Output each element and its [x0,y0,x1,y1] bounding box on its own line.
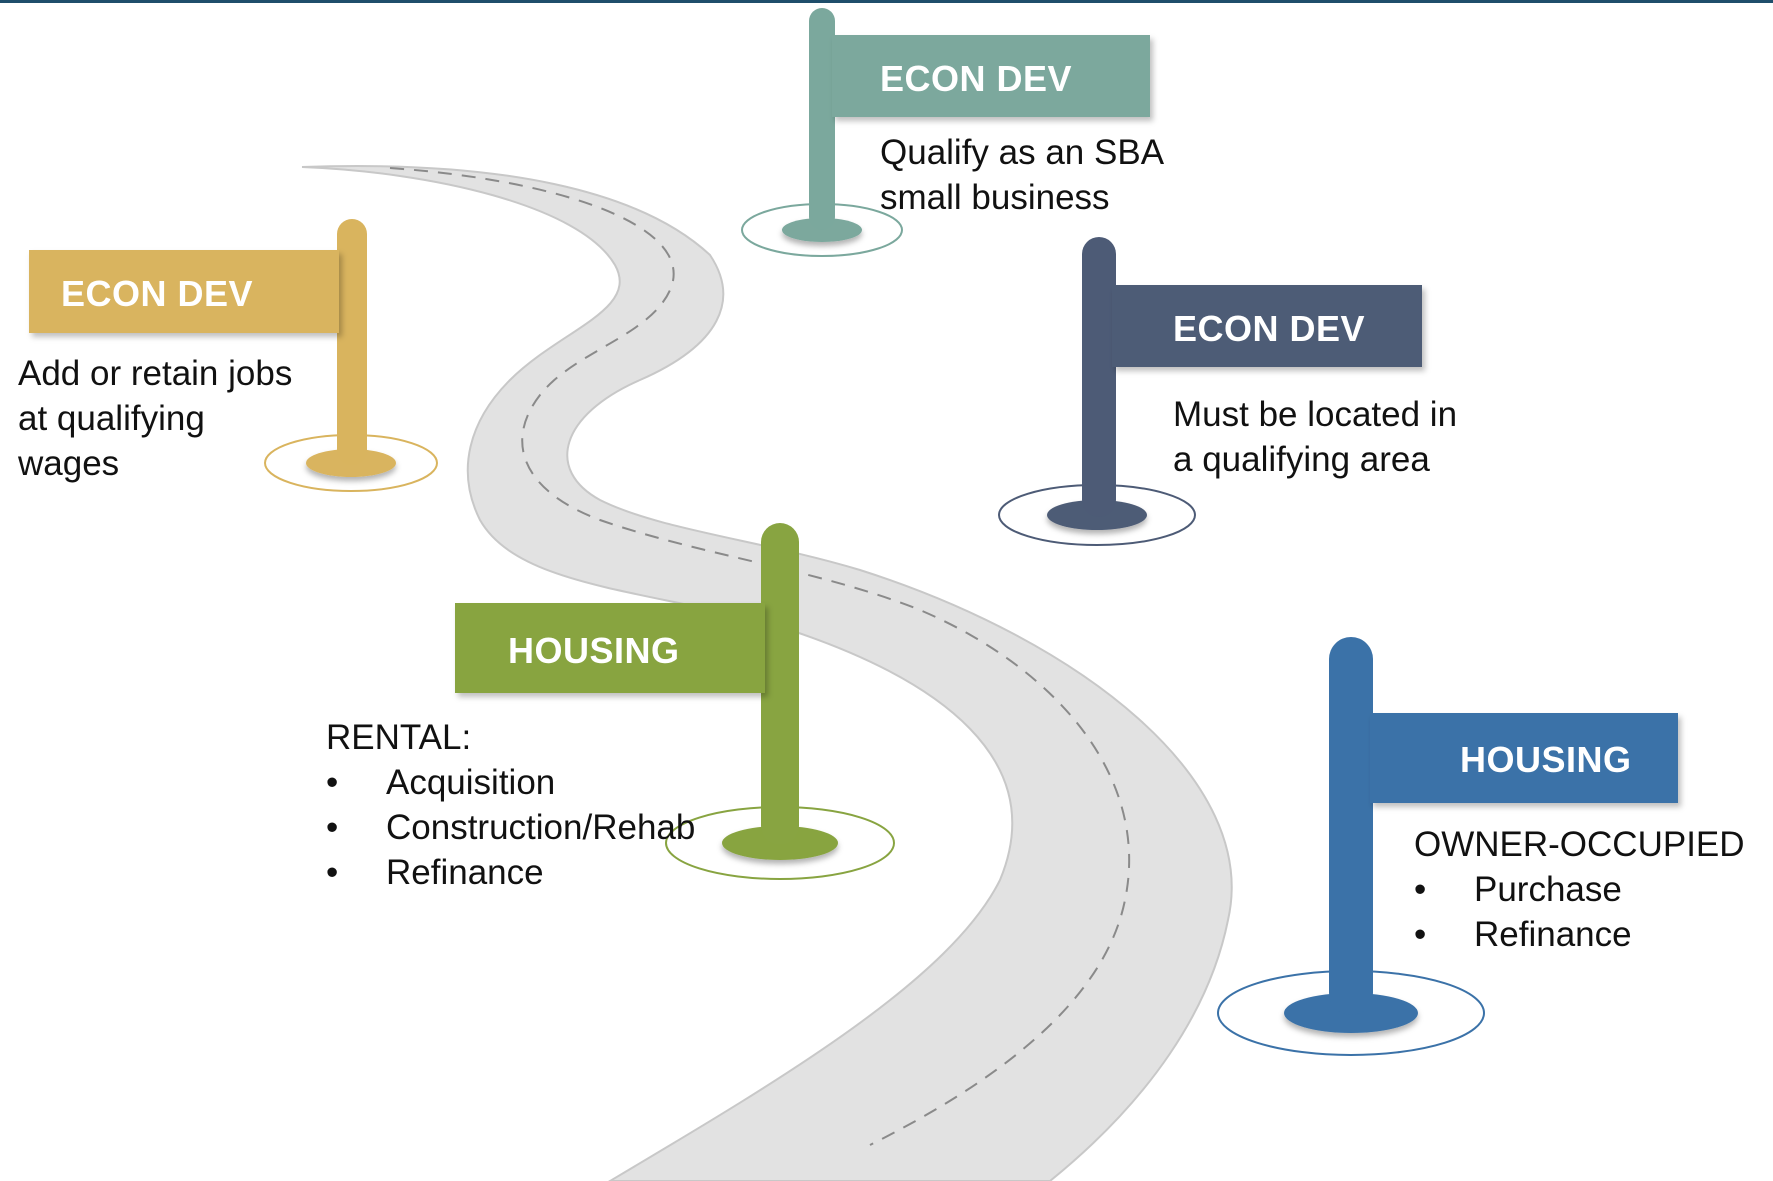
sign-pole [337,219,367,465]
sign-text-line: Add or retain jobs [18,354,293,393]
bullet-list: • Acquisition • Construction/Rehab • Refina… [326,760,695,895]
flag-label-econ-navy: ECON DEV [1173,308,1366,349]
list-heading: OWNER-OCCUPIED [1414,825,1745,864]
list-item: • Construction/Rehab [326,805,695,850]
sign-econ-gold [29,219,438,492]
road [301,165,1233,1181]
list-item-label: Construction/Rehab [386,808,696,847]
list-item: • Purchase [1414,867,1745,912]
sign-econ-navy [998,237,1422,546]
bullet-list: • Purchase • Refinance [1414,867,1745,957]
sign-text-line: a qualifying area [1173,440,1430,479]
flag-label-econ-teal: ECON DEV [880,58,1073,99]
list-item-label: Refinance [386,853,544,892]
sign-text-line: Must be located in [1173,395,1458,434]
sign-housing-green [455,523,895,880]
sign-flag [29,250,339,333]
sign-housing-blue [1217,637,1678,1056]
sign-pole [761,523,799,845]
flag-label-housing-green: HOUSING [508,630,680,671]
list-item: • Acquisition [326,760,555,805]
sign-text-line: small business [880,178,1110,217]
list-item-label: Refinance [1474,915,1632,954]
sign-flag [832,35,1150,117]
sign-flag [1370,713,1678,803]
sign-pole [1082,237,1116,517]
sign-flag [1112,285,1422,367]
sign-pole [1329,637,1373,1015]
top-rule [0,0,1773,3]
bullet-icon: • [326,763,339,802]
sign-text-housing-green: RENTAL: • Acquisition • Construction/Rehab… [326,715,695,895]
bullet-icon: • [1414,915,1427,954]
bullet-icon: • [326,808,339,847]
sign-text-line: Qualify as an SBA [880,133,1165,172]
sign-text-housing-blue: OWNER-OCCUPIED • Purchase • Refinance [1414,822,1745,957]
road-centerline [389,167,1131,1146]
flag-label-econ-gold: ECON DEV [61,273,254,314]
bullet-icon: • [1414,870,1427,909]
list-item: • Refinance [326,850,544,895]
list-item: • Refinance [1414,912,1745,957]
sign-econ-teal [741,8,1150,257]
flag-label-housing-blue: HOUSING [1460,739,1632,780]
sign-flag [455,603,765,693]
list-heading: RENTAL: [326,718,472,757]
bullet-icon: • [326,853,339,892]
sign-text-line: wages [18,444,120,483]
sign-text-econ-gold: Add or retain jobs at qualifying wages [18,351,292,486]
list-item-label: Purchase [1474,870,1622,909]
sign-text-line: at qualifying [18,399,205,438]
sign-pole [809,8,835,230]
sign-text-econ-teal: Qualify as an SBA small business [880,130,1164,220]
sign-text-econ-navy: Must be located in a qualifying area [1173,392,1457,482]
list-item-label: Acquisition [386,763,556,802]
